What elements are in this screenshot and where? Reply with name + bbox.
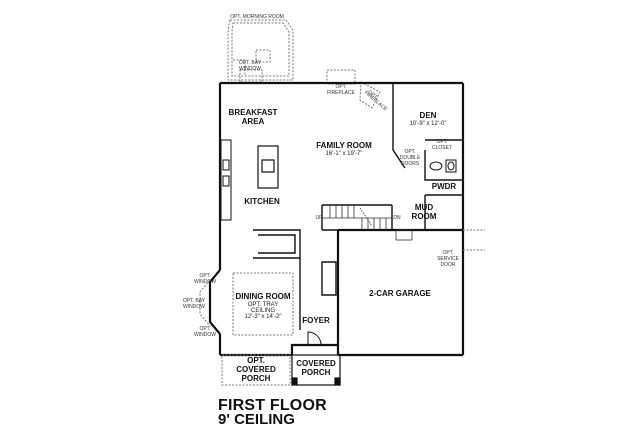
kitchen-cabinets xyxy=(220,139,232,221)
svg-text:OPT.: OPT. xyxy=(366,89,378,101)
label-opt-double-doors-1: OPT. xyxy=(404,149,415,155)
label-dn: DN xyxy=(393,215,401,221)
label-up: UP xyxy=(316,215,324,221)
label-opt-covered-porch-2: COVERED xyxy=(236,365,276,374)
label-den-dim: 10'-9" x 12'-0" xyxy=(410,121,447,127)
powder-room-fixtures xyxy=(429,159,457,173)
label-two-car-garage: 2-CAR GARAGE xyxy=(369,289,431,298)
label-opt-morning-room: OPT. MORNING ROOM xyxy=(230,14,284,20)
label-mud-room-1: MUD xyxy=(415,203,433,212)
label-opt-service-door-3: DOOR xyxy=(441,262,456,268)
label-opt-window-left2-1: OPT. xyxy=(199,326,210,332)
label-dining-room: DINING ROOM xyxy=(235,292,290,301)
label-opt-double-doors-2: DOUBLE xyxy=(400,155,421,161)
label-opt-bay-window-top-1: OPT. BAY xyxy=(239,60,262,66)
label-foyer: FOYER xyxy=(302,316,330,325)
label-opt-double-doors-3: DOORS xyxy=(401,161,420,167)
label-opt-window-left2-2: WINDOW xyxy=(194,332,216,338)
interior-walls xyxy=(253,83,463,346)
svg-text:OPT. BAY: OPT. BAY xyxy=(239,60,262,66)
stairs xyxy=(322,205,413,241)
label-opt-window-left-1: OPT. xyxy=(199,273,210,279)
label-opt-bay-window-left-2: WINDOW xyxy=(183,304,205,310)
label-opt-fireplace-2: FIREPLACE xyxy=(327,90,355,96)
svg-text:WINDOW: WINDOW xyxy=(239,66,261,72)
label-opt-covered-porch-1: OPT. xyxy=(247,356,265,365)
label-opt-fireplace-1: OPT. xyxy=(335,84,346,90)
label-opt-tray-ceiling-2: CEILING xyxy=(251,308,275,314)
label-mud-room-2: ROOM xyxy=(412,212,437,221)
kitchen-island xyxy=(257,145,279,189)
label-covered-porch-2: PORCH xyxy=(302,368,331,377)
label-opt-covered-porch-3: PORCH xyxy=(242,374,271,383)
label-breakfast-area-2: AREA xyxy=(242,117,265,126)
floor-title: FIRST FLOOR xyxy=(218,397,327,414)
opt-morning-room-outline xyxy=(227,19,294,83)
label-family-room: FAMILY ROOM xyxy=(316,141,372,150)
tray-ceiling-outline xyxy=(232,272,294,336)
label-family-room-dim: 16'-1" x 19'-7" xyxy=(326,151,363,157)
label-opt-bay-window-left-1: OPT. BAY xyxy=(183,298,206,304)
svg-text:OPT.: OPT. xyxy=(335,84,346,90)
garage-details xyxy=(355,229,485,356)
label-opt-service-door-2: SERVICE xyxy=(437,256,460,262)
label-opt-service-door-1: OPT. xyxy=(442,250,453,256)
label-den: DEN xyxy=(420,111,437,120)
labels: OPT. MORNING ROOM OPT. BAY WINDOW OPT. F… xyxy=(183,14,460,383)
label-opt-closet-1: OPT. xyxy=(436,139,447,145)
label-opt-fireplace-corner-1: OPT. xyxy=(366,89,378,101)
opt-windows-left xyxy=(199,279,211,327)
label-breakfast-area-1: BREAKFAST xyxy=(229,108,278,117)
label-opt-tray-ceiling-1: OPT. TRAY xyxy=(248,302,278,308)
label-dining-dim: 12'-3" x 14'-2" xyxy=(245,314,282,320)
label-opt-closet-2: CLOSET xyxy=(432,145,452,151)
label-kitchen: KITCHEN xyxy=(244,197,280,206)
label-opt-bay-window-top-2: WINDOW xyxy=(239,66,261,72)
ceiling-subtitle: 9' CEILING xyxy=(218,411,295,428)
label-covered-porch-1: COVERED xyxy=(296,359,336,368)
covered-porch-outline xyxy=(291,354,341,386)
svg-text:FIREPLACE: FIREPLACE xyxy=(327,90,355,96)
label-opt-window-left-2: WINDOW xyxy=(194,279,216,285)
label-pwdr: PWDR xyxy=(432,182,457,191)
